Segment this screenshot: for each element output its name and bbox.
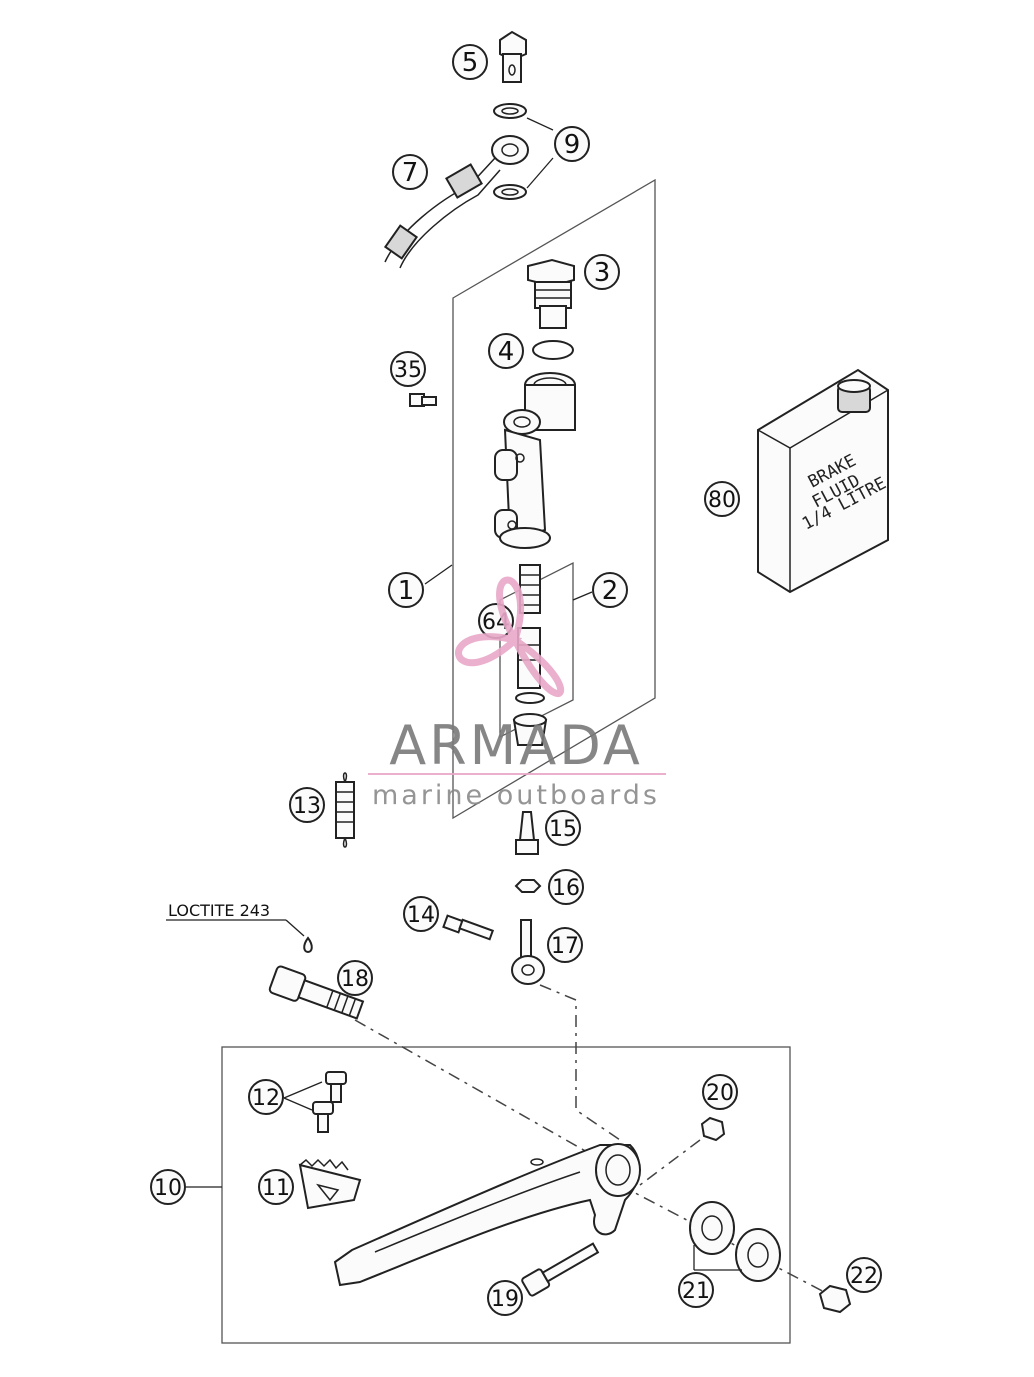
callout-2-label: 2	[602, 576, 619, 606]
callout-19-label: 19	[491, 1287, 519, 1312]
callout-11-label: 11	[262, 1176, 290, 1201]
axis-eye-to-pedal	[539, 984, 621, 1141]
brake-fluid-can-part	[757, 368, 889, 594]
callout-20-label: 20	[706, 1081, 734, 1106]
callout-12: 12	[248, 1079, 284, 1115]
callout-5: 5	[452, 44, 488, 80]
callout-80-label: 80	[708, 488, 736, 513]
screws-12-part	[312, 1071, 347, 1133]
callout-16-label: 16	[552, 876, 580, 901]
watermark-propeller-icon	[455, 576, 565, 698]
callout-5-label: 5	[462, 48, 479, 78]
piston-kit-frame	[499, 561, 574, 739]
callout-17: 17	[547, 927, 583, 963]
callout-17-label: 17	[551, 934, 579, 959]
watermark-title: ARMADA	[389, 714, 643, 777]
callout-10: 10	[150, 1169, 186, 1205]
callout-13-label: 13	[293, 794, 321, 819]
brake-pedal-part	[333, 1143, 641, 1287]
callout-7: 7	[392, 154, 428, 190]
bearings-21-part	[689, 1201, 781, 1282]
push-rod-part	[515, 811, 539, 855]
footrest-step-part	[298, 1158, 362, 1210]
callout-18: 18	[337, 960, 373, 996]
callout-15: 15	[545, 810, 581, 846]
callout-1-label: 1	[398, 576, 415, 606]
callout-3: 3	[584, 254, 620, 290]
callout-3-label: 3	[594, 258, 611, 288]
callout-21: 21	[678, 1272, 714, 1308]
clevis-eye-part	[511, 919, 545, 985]
callout-13: 13	[289, 787, 325, 823]
callout-14-label: 14	[407, 903, 435, 928]
callout-7-label: 7	[402, 158, 419, 188]
watermark: ARMADA marine outboards	[368, 576, 666, 811]
callout-9: 9	[554, 126, 590, 162]
brake-pedal-frame	[221, 1046, 791, 1344]
callout-15-label: 15	[549, 817, 577, 842]
callout-21-label: 21	[682, 1279, 710, 1304]
callout-11: 11	[258, 1169, 294, 1205]
callout-12-label: 12	[252, 1086, 280, 1111]
bolt-14-part	[442, 914, 495, 941]
nut-22-part	[818, 1284, 852, 1314]
callout-22-label: 22	[850, 1264, 878, 1289]
axis-nut-20	[639, 1139, 701, 1186]
o-ring-part	[532, 340, 574, 360]
screw-35-part	[409, 393, 437, 407]
callout-14: 14	[403, 896, 439, 932]
sealing-washers-part	[493, 103, 527, 200]
callout-leaders	[186, 117, 742, 1271]
bolt-19-part	[521, 1242, 600, 1297]
callout-35-label: 35	[394, 358, 422, 383]
banjo-bolt-part	[499, 30, 527, 83]
callout-22: 22	[846, 1257, 882, 1293]
nut-20-part	[700, 1116, 726, 1142]
axis-bolt-to-pedal	[354, 1019, 611, 1166]
callout-2: 2	[592, 572, 628, 608]
callout-4-label: 4	[498, 337, 515, 367]
nut-16-part	[514, 879, 542, 893]
callout-10-label: 10	[154, 1176, 182, 1201]
loctite-label: LOCTITE 243	[168, 901, 270, 920]
reservoir-connector-part	[527, 258, 575, 329]
callout-1: 1	[388, 572, 424, 608]
callout-19: 19	[487, 1280, 523, 1316]
master-cylinder-frame	[452, 178, 656, 820]
loctite-drop-part	[166, 919, 313, 954]
callout-80: 80	[704, 481, 740, 517]
pivot-bolt-part	[268, 965, 365, 1020]
callout-20: 20	[702, 1074, 738, 1110]
master-cylinder-part	[494, 372, 576, 549]
return-spring-part	[335, 772, 355, 848]
callout-16: 16	[548, 869, 584, 905]
brake-hose-part	[383, 135, 529, 269]
callout-4: 4	[488, 333, 524, 369]
callout-9-label: 9	[564, 130, 581, 160]
callout-35: 35	[390, 351, 426, 387]
watermark-subtitle: marine outboards	[372, 780, 660, 811]
callout-18-label: 18	[341, 967, 369, 992]
